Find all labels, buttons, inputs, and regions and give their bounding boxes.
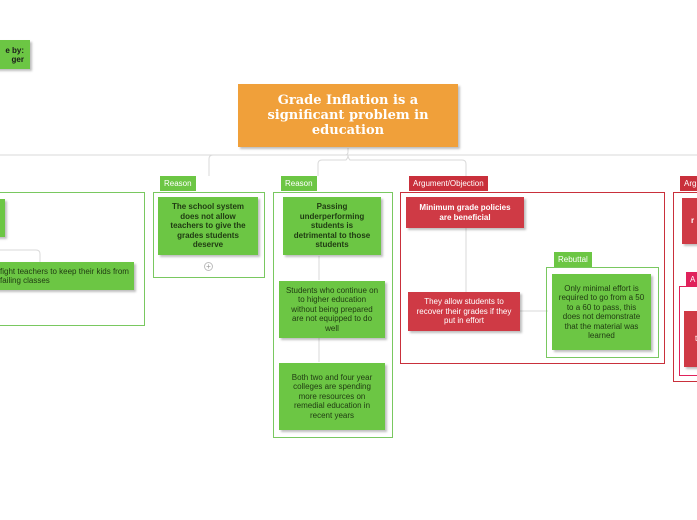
reason2-node[interactable]: Passing underperforming students is detr…: [283, 197, 381, 255]
right-branch-frame: [673, 192, 697, 382]
objection-frame: [400, 192, 665, 364]
rebuttal-text: Only minimal effort is required to go fr…: [558, 283, 645, 341]
reason2-child-2[interactable]: Both two and four year colleges are spen…: [279, 363, 385, 430]
reason2-child-1[interactable]: Students who continue on to higher educa…: [279, 281, 385, 338]
reason1-frame: [153, 192, 265, 278]
left-branch-node[interactable]: [0, 199, 5, 237]
author-box-line1: e by:: [5, 45, 24, 55]
left-branch-child-text: fight teachers to keep their kids from f…: [0, 266, 129, 286]
left-branch-child[interactable]: fight teachers to keep their kids from f…: [0, 262, 134, 290]
right-sub-tag: A: [686, 272, 697, 287]
branch-line-objection: [347, 154, 467, 176]
objection-node[interactable]: Minimum grade policies are beneficial: [406, 197, 524, 228]
reason1-collapse-symbol: +: [206, 262, 211, 271]
objection-tag: Argument/Objection: [409, 176, 488, 191]
right-sub-node[interactable]: t: [684, 311, 697, 367]
reason1-tag: Reason: [160, 176, 196, 191]
reason2-frame: [273, 192, 393, 438]
branch-line-reason1: [208, 148, 349, 176]
rebuttal-tag: Rebuttal: [554, 252, 592, 267]
central-topic[interactable]: Grade Inflation is a significant problem…: [238, 84, 458, 147]
objection-child[interactable]: They allow students to recover their gra…: [408, 292, 520, 331]
rebuttal-frame: [546, 267, 659, 358]
objection-text: Minimum grade policies are beneficial: [419, 203, 511, 222]
line-left-child: [0, 249, 41, 262]
author-box-line2: ger: [11, 54, 24, 64]
objection-child-text: They allow students to recover their gra…: [416, 297, 512, 326]
rebuttal-node[interactable]: Only minimal effort is required to go fr…: [552, 274, 651, 350]
right-branch-tag: Arg: [680, 176, 697, 191]
right-branch-text: r: [691, 216, 695, 226]
reason2-tag: Reason: [281, 176, 317, 191]
reason1-text: The school system does not allow teacher…: [170, 202, 246, 250]
right-branch-node[interactable]: r: [682, 198, 697, 244]
reason1-collapse-button[interactable]: +: [204, 262, 213, 271]
reason2-child-1-text: Students who continue on to higher educa…: [285, 285, 379, 333]
central-topic-text: Grade Inflation is a significant problem…: [267, 93, 429, 138]
reason2-text: Passing underperforming students is detr…: [293, 202, 371, 250]
left-branch-frame: [0, 192, 145, 326]
author-box[interactable]: e by: ger: [0, 40, 30, 69]
branch-line-reason2: [317, 154, 349, 176]
reason1-node[interactable]: The school system does not allow teacher…: [158, 197, 258, 255]
right-sub-text: t: [695, 334, 697, 344]
reason2-child-2-text: Both two and four year colleges are spen…: [291, 372, 373, 420]
